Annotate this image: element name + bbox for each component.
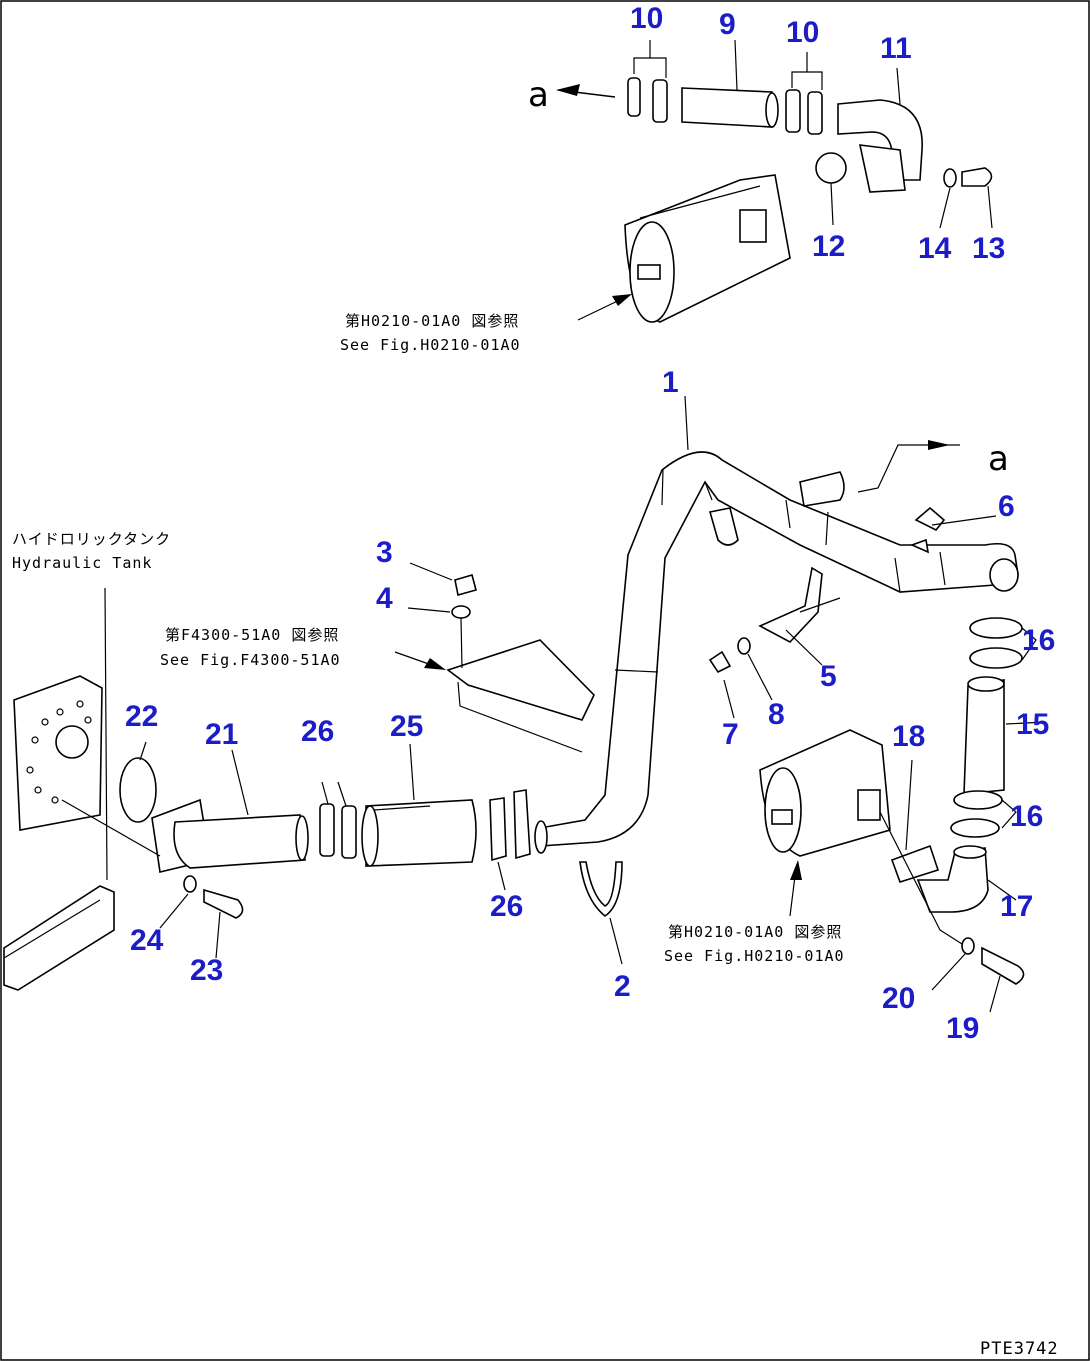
part-number-24: 24 bbox=[130, 924, 164, 957]
ref-fig-h0210-top-jp: 第H0210-01A0 図参照 bbox=[345, 312, 519, 330]
part-number-15: 15 bbox=[1016, 708, 1049, 741]
main-suction-pipe bbox=[394, 395, 1019, 965]
part-number-12: 12 bbox=[812, 230, 845, 263]
lower-pump-assembly bbox=[759, 617, 1047, 1013]
part-number-21: 21 bbox=[205, 718, 238, 751]
part-number-25: 25 bbox=[390, 710, 423, 743]
part-number-26-left: 26 bbox=[301, 715, 334, 748]
part-number-10-right: 10 bbox=[786, 16, 819, 49]
ref-fig-h0210-top-en: See Fig.H0210-01A0 bbox=[340, 336, 521, 354]
part-number-5: 5 bbox=[820, 660, 837, 693]
hydraulic-tank-label-jp: ハイドロリックタンク bbox=[12, 530, 171, 548]
part-number-7: 7 bbox=[722, 718, 739, 751]
part-number-14: 14 bbox=[918, 232, 952, 265]
connector-letter-right: a bbox=[988, 439, 1009, 479]
part-number-16-top: 16 bbox=[1022, 624, 1055, 657]
ref-fig-h0210-bottom-en: See Fig.H0210-01A0 bbox=[664, 947, 845, 965]
part-number-3: 3 bbox=[376, 536, 393, 569]
ref-fig-h0210-bottom-jp: 第H0210-01A0 図参照 bbox=[668, 923, 842, 941]
part-number-22: 22 bbox=[125, 700, 158, 733]
sheet-code: PTE3742 bbox=[980, 1339, 1059, 1359]
part-number-19: 19 bbox=[946, 1012, 979, 1045]
part-number-1: 1 bbox=[662, 366, 679, 399]
part-number-16-bottom: 16 bbox=[1010, 800, 1043, 833]
part-number-6: 6 bbox=[998, 490, 1015, 523]
part-number-13: 13 bbox=[972, 232, 1005, 265]
part-number-9: 9 bbox=[719, 8, 736, 41]
connector-letter-top: a bbox=[528, 75, 549, 115]
top-pump-assembly: a bbox=[528, 39, 993, 323]
part-number-18: 18 bbox=[892, 720, 925, 753]
part-number-2: 2 bbox=[614, 970, 631, 1003]
ref-fig-f4300-jp: 第F4300-51A0 図参照 bbox=[165, 626, 339, 644]
part-number-20: 20 bbox=[882, 982, 915, 1015]
tank-connection-assembly bbox=[3, 587, 531, 991]
hydraulic-tank-label-en: Hydraulic Tank bbox=[12, 554, 152, 572]
part-number-8: 8 bbox=[768, 698, 785, 731]
part-number-10-left: 10 bbox=[630, 2, 663, 35]
part-number-23: 23 bbox=[190, 954, 223, 987]
part-number-11: 11 bbox=[880, 32, 912, 65]
part-number-4: 4 bbox=[376, 582, 393, 615]
part-number-17: 17 bbox=[1000, 890, 1033, 923]
ref-fig-f4300-en: See Fig.F4300-51A0 bbox=[160, 651, 341, 669]
part-number-26-right: 26 bbox=[490, 890, 523, 923]
